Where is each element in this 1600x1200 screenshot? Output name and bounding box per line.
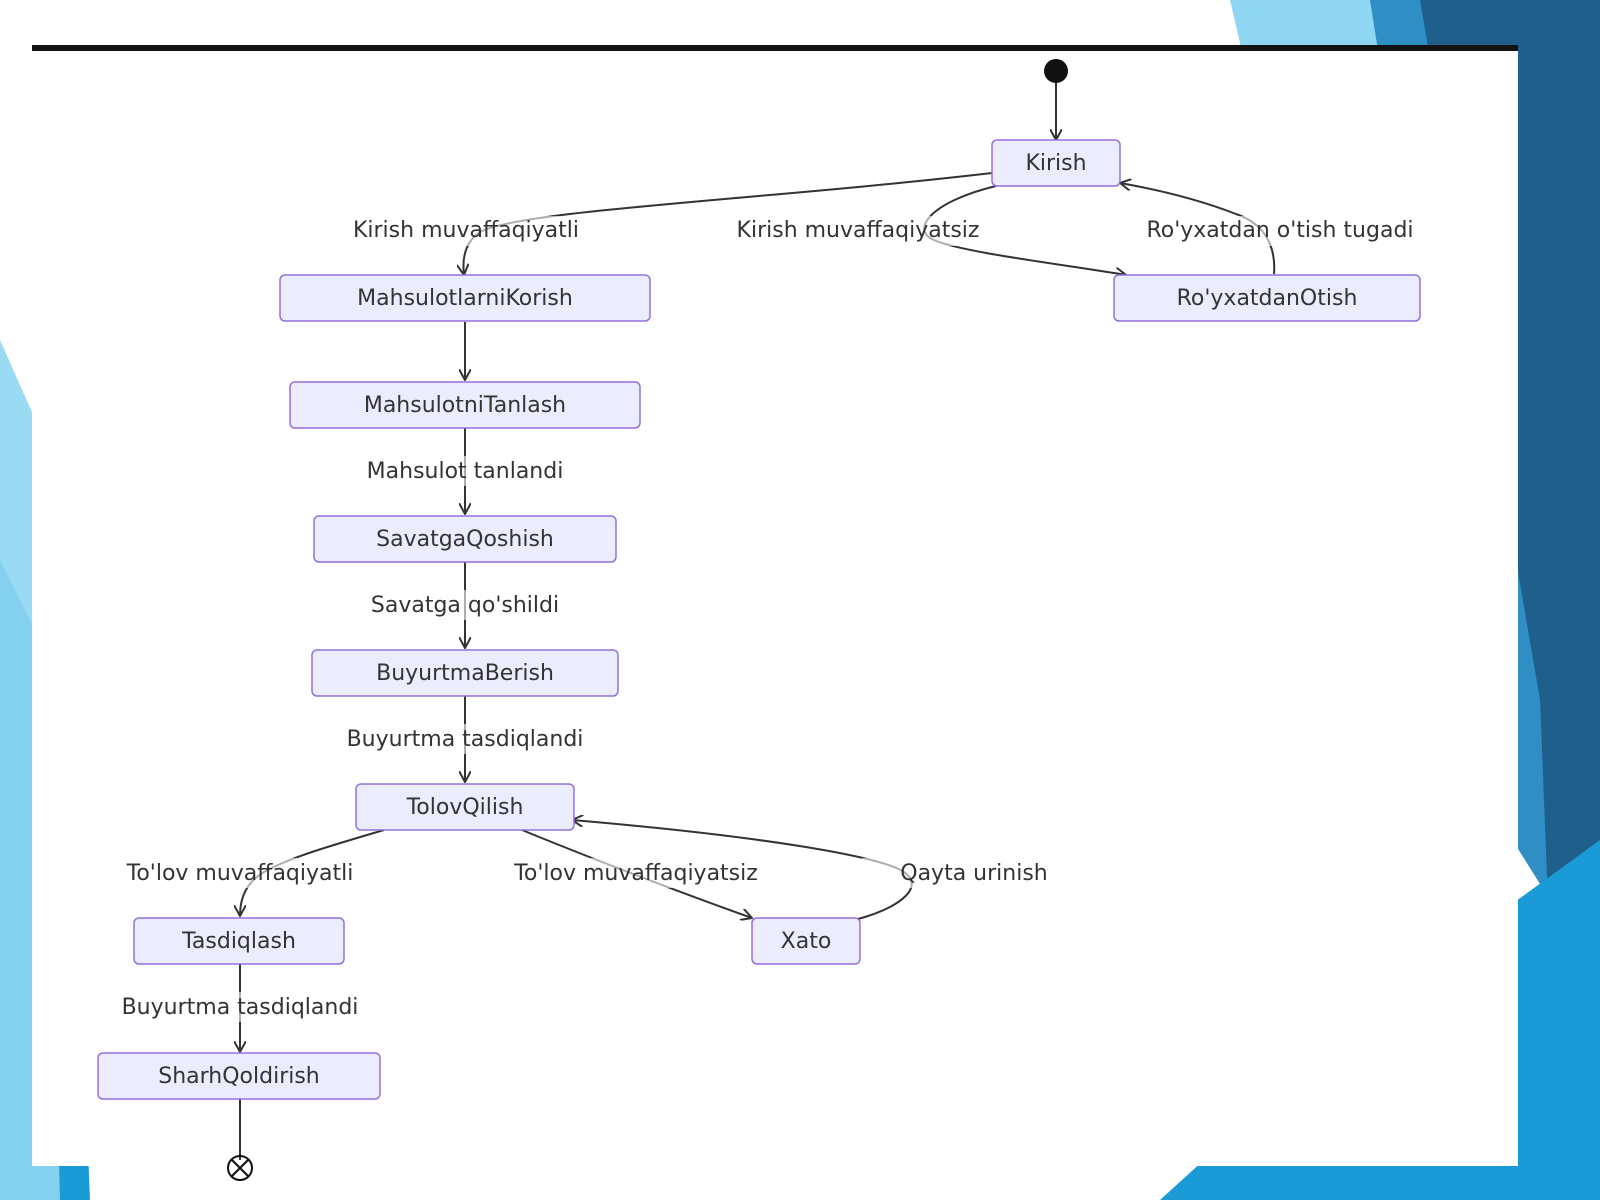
node-royxatdanotish: Ro'yxatdanOtish: [1113, 274, 1421, 322]
node-tolovqilish-label: TolovQilish: [406, 795, 524, 820]
start-node: [1044, 59, 1068, 83]
edge-label-royxatdan-otish-tugadi: Ro'yxatdan o'tish tugadi: [1146, 218, 1413, 243]
node-xato-label: Xato: [781, 929, 832, 954]
edge-label-tolov-muvaffaqiyatsiz: To'lov muvaffaqiyatsiz: [513, 861, 758, 886]
slide-top-rule: [32, 45, 1518, 51]
end-node: [227, 1155, 253, 1181]
node-mahsulotlarnikorish-label: MahsulotlarniKorish: [357, 286, 573, 311]
node-buyurtmaberish-label: BuyurtmaBerish: [376, 661, 554, 686]
edge-label-buyurtma-tasdiqlandi-2: Buyurtma tasdiqlandi: [122, 995, 359, 1020]
node-xato: Xato: [751, 917, 861, 965]
edge-label-savatga-qoshildi: Savatga qo'shildi: [371, 593, 559, 618]
edge-label-kirish-muvaffaqiyatli: Kirish muvaffaqiyatli: [353, 218, 579, 243]
node-tasdiqlash-label: Tasdiqlash: [181, 929, 296, 954]
edge-label-kirish-muvaffaqiyatsiz: Kirish muvaffaqiyatsiz: [737, 218, 980, 243]
edge-label-mahsulot-tanlandi: Mahsulot tanlandi: [367, 459, 564, 484]
node-tolovqilish: TolovQilish: [355, 783, 575, 831]
edge-label-tolov-muvaffaqiyatli: To'lov muvaffaqiyatli: [126, 861, 354, 886]
node-mahsulotnitanlash: MahsulotniTanlash: [289, 381, 641, 429]
node-mahsulotlarnikorish: MahsulotlarniKorish: [279, 274, 651, 322]
node-savatgaqoshish-label: SavatgaQoshish: [376, 527, 554, 552]
edge-label-qayta-urinish: Qayta urinish: [900, 861, 1047, 886]
node-savatgaqoshish: SavatgaQoshish: [313, 515, 617, 563]
node-mahsulotnitanlash-label: MahsulotniTanlash: [364, 393, 566, 418]
edge-royxatdanotish-to-kirish: [1120, 183, 1276, 275]
edge-kirish-to-mahsulotlarnikorish: [463, 172, 993, 275]
node-tasdiqlash: Tasdiqlash: [133, 917, 345, 965]
node-royxatdanotish-label: Ro'yxatdanOtish: [1177, 286, 1358, 311]
node-sharhqoldirish-label: SharhQoldirish: [158, 1064, 320, 1089]
node-sharhqoldirish: SharhQoldirish: [97, 1052, 381, 1100]
edge-label-buyurtma-tasdiqlandi-1: Buyurtma tasdiqlandi: [347, 727, 584, 752]
node-kirish-label: Kirish: [1025, 151, 1086, 176]
node-kirish: Kirish: [991, 139, 1121, 187]
node-buyurtmaberish: BuyurtmaBerish: [311, 649, 619, 697]
